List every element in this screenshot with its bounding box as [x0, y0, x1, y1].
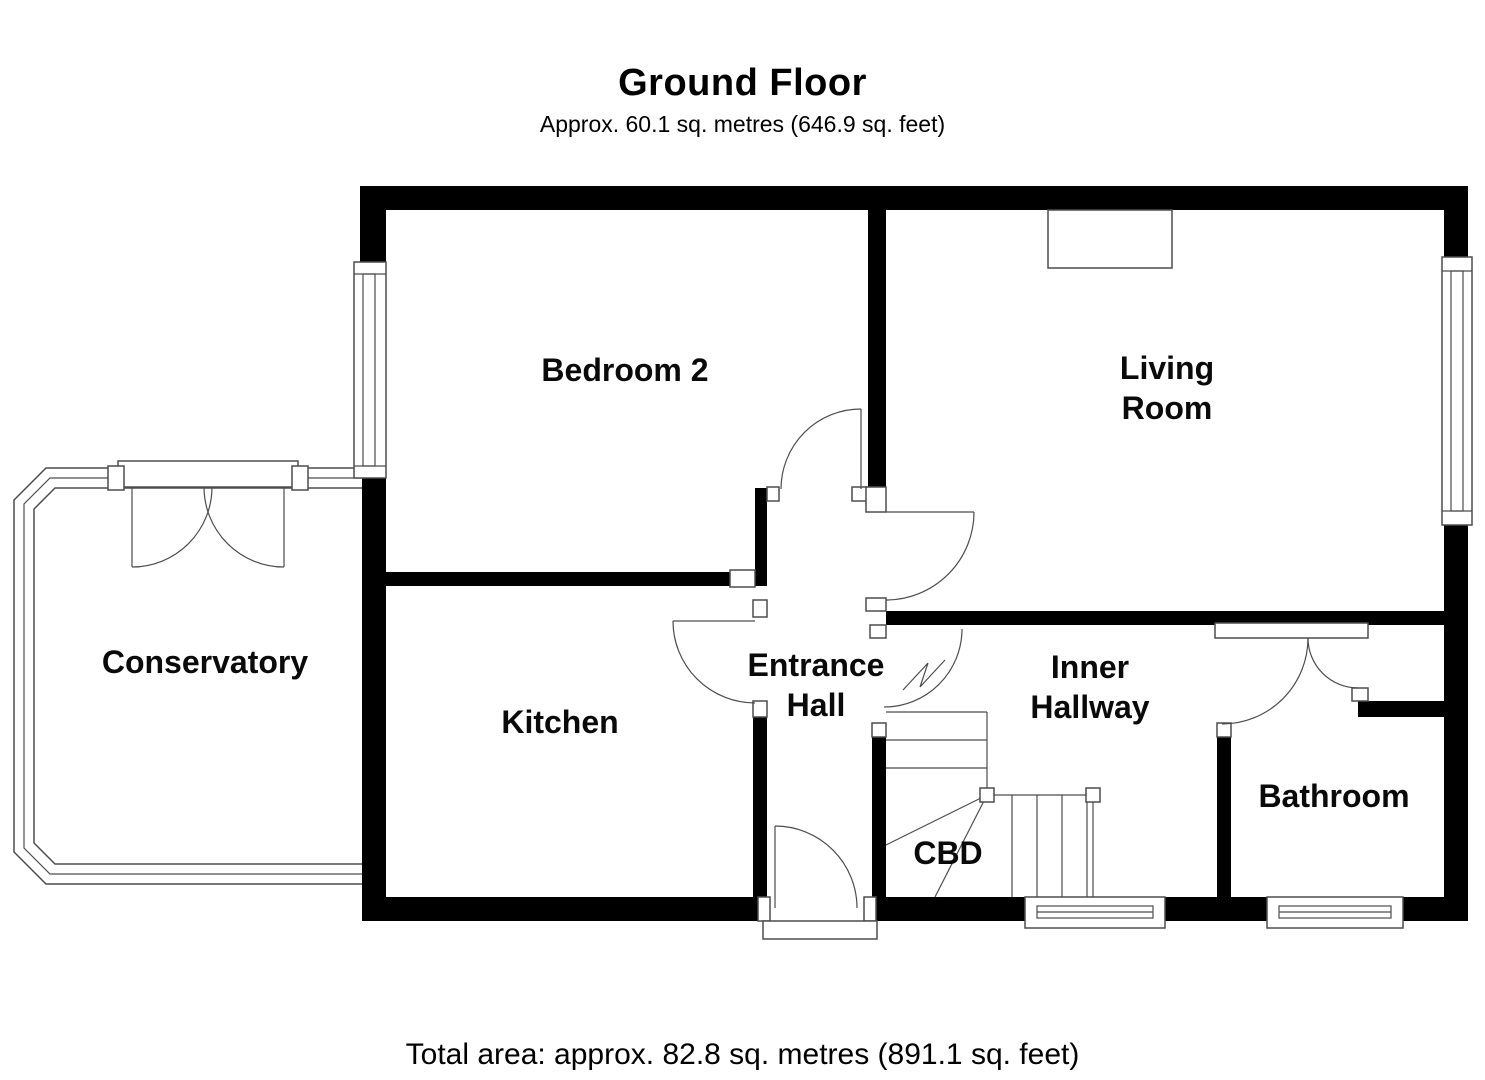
hallway-north-wall: [886, 611, 1444, 625]
page-subtitle: Approx. 60.1 sq. metres (646.9 sq. feet): [539, 111, 946, 137]
room-label-entrance-line2: Hall: [787, 687, 846, 723]
living-room-door: [865, 486, 975, 612]
staircase: [885, 711, 1101, 898]
right-wall-upper: [1444, 186, 1468, 257]
conservatory-outer-glazing: [13, 467, 362, 885]
kitchen-north-wall: [386, 572, 732, 586]
bathroom-window: [1266, 896, 1404, 929]
left-wall-lower: [362, 478, 386, 921]
walls: [360, 186, 1468, 921]
conservatory-door-frame: [117, 460, 299, 488]
room-label-bathroom: Bathroom: [1258, 778, 1409, 814]
bottom-wall-hall: [876, 897, 1025, 921]
doors: [672, 408, 1369, 940]
stair-winder: [934, 794, 988, 898]
room-label-bedroom2: Bedroom 2: [541, 352, 708, 388]
conservatory-door-jamb-right: [291, 465, 309, 491]
room-label-cbd: CBD: [913, 835, 982, 871]
chimney-breast: [1047, 209, 1173, 269]
hallway-doorway: [869, 624, 963, 738]
left-wall-upper: [360, 186, 386, 262]
plan-header: Ground Floor Approx. 60.1 sq. metres (64…: [0, 0, 1485, 138]
hall-east-wall: [872, 737, 886, 897]
room-label-inner-line2: Hallway: [1030, 689, 1149, 725]
bottom-wall-right: [1403, 897, 1468, 921]
bottom-wall-mid: [1165, 897, 1267, 921]
stair-winder: [885, 794, 988, 846]
room-label-kitchen: Kitchen: [501, 704, 618, 740]
right-wall-lower: [1444, 525, 1468, 921]
bathroom-west-wall: [1217, 737, 1231, 897]
bedroom2-door: [766, 408, 869, 502]
stair-newel-post: [1085, 787, 1101, 803]
bottom-wall-kitchen: [362, 897, 758, 921]
stairwell-window: [1024, 896, 1166, 929]
living-room-window: [1441, 256, 1473, 526]
bedroom-living-divider-wall: [868, 210, 886, 487]
french-door-arc-right: [203, 486, 285, 568]
bathroom-door: [1214, 622, 1369, 738]
room-label-entrance-line1: Entrance: [748, 647, 885, 683]
room-label-living-line1: Living: [1120, 350, 1214, 386]
page-title: Ground Floor: [618, 62, 867, 104]
front-door: [757, 825, 878, 940]
bedroom2-window: [353, 261, 387, 479]
room-label-inner-line1: Inner: [1051, 649, 1129, 685]
kitchen-east-wall: [753, 712, 767, 897]
conservatory-inner-glazing: [33, 487, 362, 865]
bathroom-stub-wall: [1358, 701, 1444, 717]
top-wall: [360, 186, 1468, 210]
front-door-step: [762, 920, 878, 940]
conservatory-mid-glazing: [23, 477, 362, 875]
room-labels: Bedroom 2 Living Room Conservatory Kitch…: [102, 350, 1410, 871]
total-area-text: Total area: approx. 82.8 sq. metres (891…: [405, 1038, 1080, 1071]
kitchen-corner-jamb: [729, 569, 756, 588]
room-label-conservatory: Conservatory: [102, 644, 309, 680]
kitchen-door: [672, 599, 768, 718]
conservatory-structure: [13, 460, 362, 885]
conservatory-door-jamb-left: [107, 465, 125, 491]
windows: [353, 256, 1473, 929]
room-label-living-line2: Room: [1122, 390, 1213, 426]
french-door-arc-left: [131, 486, 213, 568]
hall-west-stub-wall: [755, 488, 767, 586]
stair-newel-post: [979, 787, 995, 803]
